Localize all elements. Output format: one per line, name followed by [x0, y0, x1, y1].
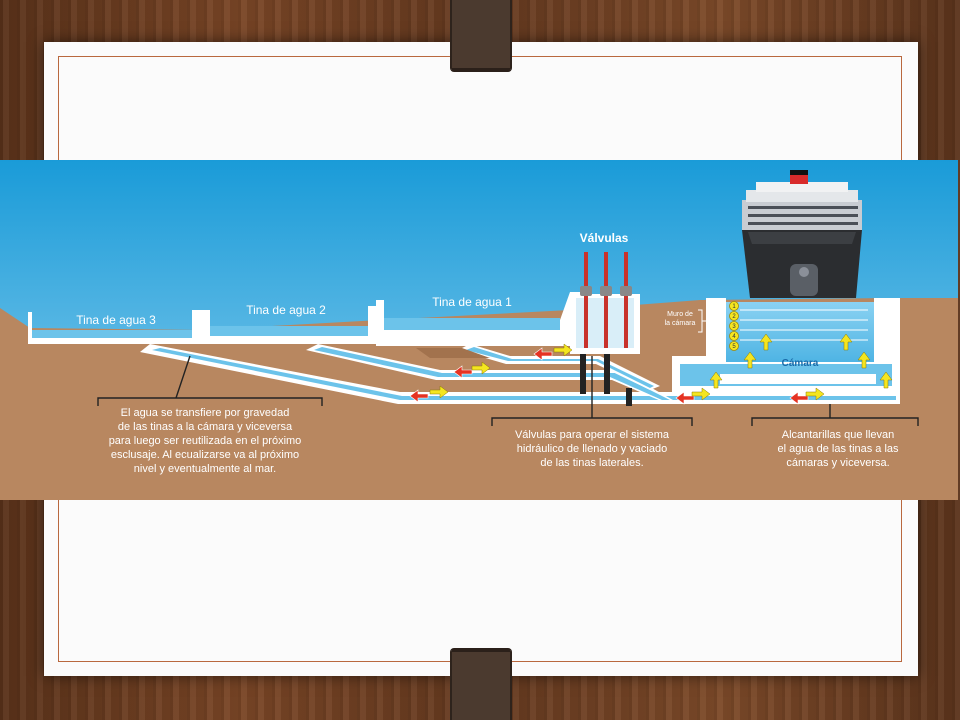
chamber-wall-bracket: [698, 309, 708, 333]
culvert-3: [140, 344, 900, 404]
valve-stem-1: [584, 252, 588, 348]
gravity-note-line-5: nivel y eventualmente al mar.: [134, 463, 276, 475]
culverts-note-line-1: Alcantarillas que llevan: [782, 429, 895, 441]
red-arrows: [409, 347, 809, 405]
basin-2-label: Tina de agua 2: [246, 303, 326, 317]
valves-note-line-1: Válvulas para operar el sistema: [515, 429, 670, 441]
yellow-arrows: [429, 333, 893, 401]
chamber-label: Cámara: [782, 358, 819, 369]
gravity-note-line-2: de las tinas a la cámara y viceversa: [118, 421, 293, 433]
chamber-wall-label-2: la cámara: [665, 320, 696, 327]
basin-3-label: Tina de agua 3: [76, 313, 156, 327]
valve-gate-3: [626, 388, 632, 406]
culvert-1: [458, 344, 660, 390]
bottom-clip: [450, 648, 512, 720]
step-5: 5: [732, 344, 736, 350]
valves-note-line-3: de las tinas laterales.: [540, 457, 643, 469]
gravity-note-line-1: El agua se transfiere por gravedad: [121, 407, 290, 419]
chamber-water: [726, 302, 874, 362]
valve-cap-1: [580, 286, 592, 296]
valve-gate-2: [604, 354, 610, 394]
valve-stem-2: [604, 252, 608, 348]
culvert-2: [306, 344, 680, 404]
lock-diagram: 1 2 3 4 5: [0, 160, 958, 500]
gravity-note-bracket: [97, 397, 323, 406]
valve-stem-3: [624, 252, 628, 348]
valve-cap-3: [620, 286, 632, 296]
step-4: 4: [732, 334, 736, 340]
step-markers: 1 2 3 4 5: [729, 301, 739, 351]
valves-note-line-2: hidráulico de llenado y vaciado: [517, 443, 667, 455]
valves-label: Válvulas: [580, 231, 629, 245]
valve-cap-2: [600, 286, 612, 296]
culverts-note-bracket: [751, 417, 919, 426]
basin-2-water: [210, 326, 368, 336]
basin-1: [376, 292, 582, 346]
valve-gate-1: [580, 354, 586, 394]
chamber-wall-label-1: Muro de: [667, 311, 693, 318]
top-clip: [450, 0, 512, 72]
chamber-wave-lines: [740, 309, 868, 341]
earth-pad-1: [416, 348, 490, 358]
basin-1-label: Tina de agua 1: [432, 295, 512, 309]
step-2: 2: [732, 314, 736, 320]
culverts-note-line-2: el agua de las tinas a las: [777, 443, 899, 455]
culverts-note-line-3: cámaras y viceversa.: [786, 457, 889, 469]
basin-1-water: [384, 318, 560, 330]
ship-icon: [742, 170, 862, 298]
gravity-note-line-4: esclusaje. Al ecualizarse va al próximo: [111, 449, 299, 461]
basin-3-water: [32, 330, 192, 338]
step-3: 3: [732, 324, 736, 330]
gravity-pointer: [175, 355, 191, 399]
valves-note-bracket: [491, 417, 693, 426]
step-1: 1: [732, 304, 736, 310]
gravity-note-line-3: para luego ser reutilizada en el próximo: [109, 435, 302, 447]
chamber-floor-slab: [720, 374, 876, 384]
